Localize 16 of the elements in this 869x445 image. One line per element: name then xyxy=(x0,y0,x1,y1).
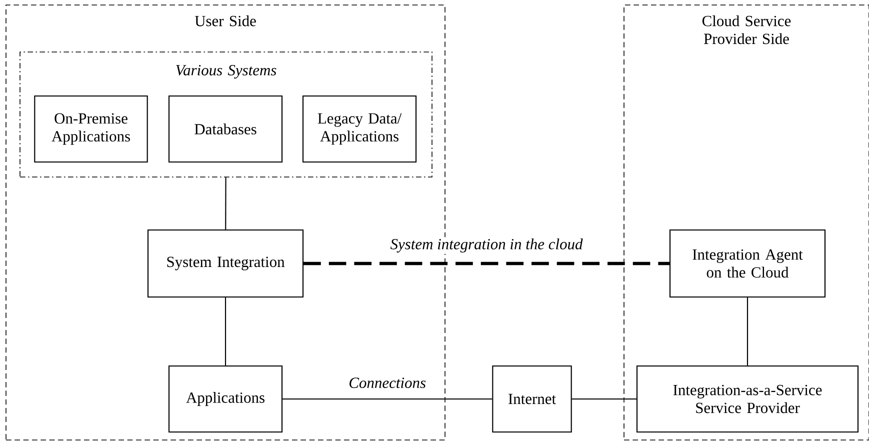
connector xyxy=(572,398,636,400)
connector xyxy=(225,177,226,230)
connector xyxy=(746,298,748,366)
process-box: Databases xyxy=(168,95,283,163)
connector xyxy=(224,298,226,366)
process-box: Legacy Data/ Applications xyxy=(302,95,417,163)
dashed-connector xyxy=(304,262,670,266)
process-box: Integration Agent on the Cloud xyxy=(669,229,826,298)
process-box: Internet xyxy=(492,365,572,433)
edge-label: System integration in the cloud xyxy=(388,237,584,254)
process-box: On-Premise Applications xyxy=(34,95,148,163)
process-box: Integration-as-a-Service Service Provider xyxy=(636,365,859,433)
process-box: Applications xyxy=(168,365,283,433)
connector xyxy=(282,398,492,400)
edge-label: Connections xyxy=(347,376,428,390)
process-box: System Integration xyxy=(147,229,304,298)
